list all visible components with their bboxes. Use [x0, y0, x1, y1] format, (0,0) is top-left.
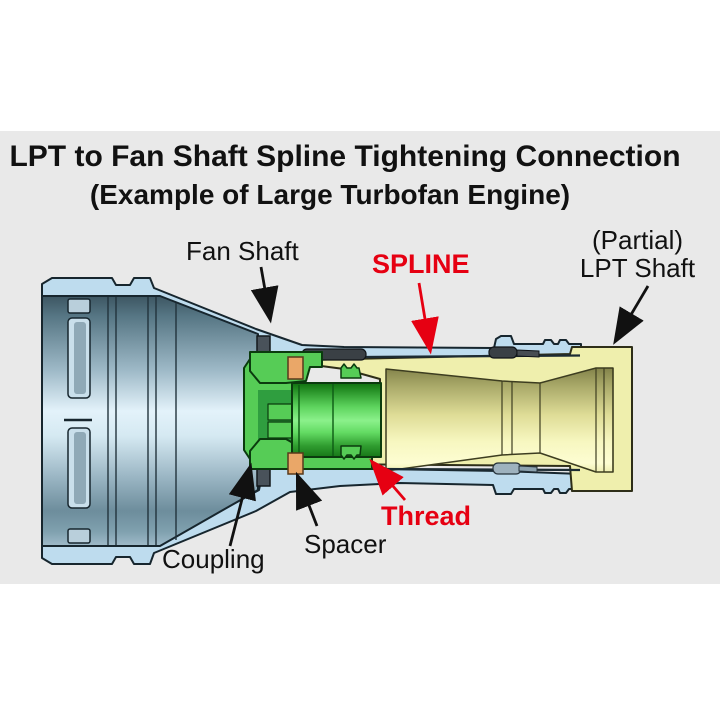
spacer-top — [287, 356, 304, 380]
label-coupling: Coupling — [162, 544, 265, 574]
page-title: LPT to Fan Shaft Spline Tightening Conne… — [9, 140, 681, 173]
fan-shaft-arrow — [250, 266, 279, 324]
body-seam-lines — [107, 297, 177, 545]
spacer-arrow — [295, 471, 323, 527]
lpt-bore-rings — [501, 368, 614, 472]
label-fan-shaft: Fan Shaft — [186, 236, 299, 266]
lpt-shaft-arrow — [613, 285, 650, 345]
coupling-tab-top — [340, 363, 362, 379]
thread-arrow — [369, 458, 407, 501]
body-slots — [64, 298, 92, 544]
label-lpt-shaft-line: LPT Shaft — [579, 253, 696, 284]
page-subtitle: (Example of Large Turbofan Engine) — [89, 179, 571, 210]
spline-strip-bottom-right — [492, 462, 522, 475]
spacers — [287, 356, 304, 475]
label-partial-line: (Partial) — [591, 225, 683, 255]
spline-arrow — [411, 282, 439, 355]
coupling-arrow — [228, 462, 256, 547]
spline-strip-top-right — [488, 346, 518, 359]
label-spline: SPLINE — [372, 249, 470, 279]
spacer-bottom — [287, 452, 304, 475]
leader-arrows — [228, 266, 650, 547]
label-thread: Thread — [381, 501, 472, 531]
label-spacer: Spacer — [304, 529, 387, 559]
coupling-barrel — [291, 382, 382, 458]
label-partial-lpt-shaft: (Partial) LPT Shaft — [560, 226, 715, 282]
coupling-arm-top — [249, 351, 323, 384]
coupling-tab-bottom — [340, 445, 362, 460]
coupling — [243, 351, 382, 470]
